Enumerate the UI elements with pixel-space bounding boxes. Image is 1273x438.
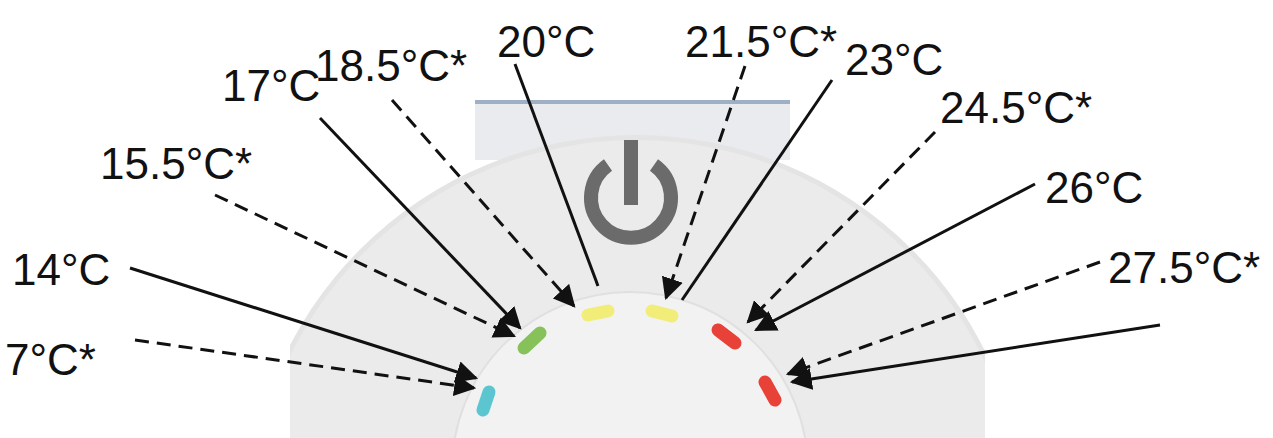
temperature-label: 15.5°C* xyxy=(100,142,252,186)
leader-line xyxy=(682,80,832,300)
led-segments xyxy=(483,311,775,410)
led-red xyxy=(718,330,735,343)
power-icon xyxy=(591,140,671,238)
leader-line xyxy=(135,340,474,388)
led-green xyxy=(524,333,540,348)
temperature-label: 18.5°C* xyxy=(315,44,467,88)
housing-face xyxy=(290,140,985,438)
led-red xyxy=(765,382,775,400)
leader-lines xyxy=(130,64,1160,388)
power-bar xyxy=(624,140,638,205)
outer-housing xyxy=(290,135,985,438)
leader-line xyxy=(756,184,1035,330)
device-body xyxy=(246,100,1026,438)
temperature-label: 7°C* xyxy=(5,338,96,382)
led-cyan xyxy=(483,392,489,410)
temperature-label: 26°C xyxy=(1045,166,1143,210)
temperature-label: 23°C xyxy=(845,38,943,82)
leader-line xyxy=(792,325,1160,382)
leader-line xyxy=(215,195,514,336)
temperature-label: 27.5°C* xyxy=(1108,246,1260,290)
led-yellow xyxy=(588,311,608,315)
temperature-label: 21.5°C* xyxy=(685,20,837,64)
temperature-label: 24.5°C* xyxy=(940,86,1092,130)
leader-line xyxy=(748,132,935,322)
leader-line xyxy=(515,64,598,286)
leader-line xyxy=(320,118,520,328)
leader-line xyxy=(392,100,574,306)
temperature-label: 17°C xyxy=(222,64,320,108)
temperature-label: 14°C xyxy=(12,248,110,292)
leader-line xyxy=(130,268,476,378)
led-yellow xyxy=(652,311,672,316)
temperature-label: 20°C xyxy=(497,20,595,64)
tab-edge xyxy=(475,100,790,104)
